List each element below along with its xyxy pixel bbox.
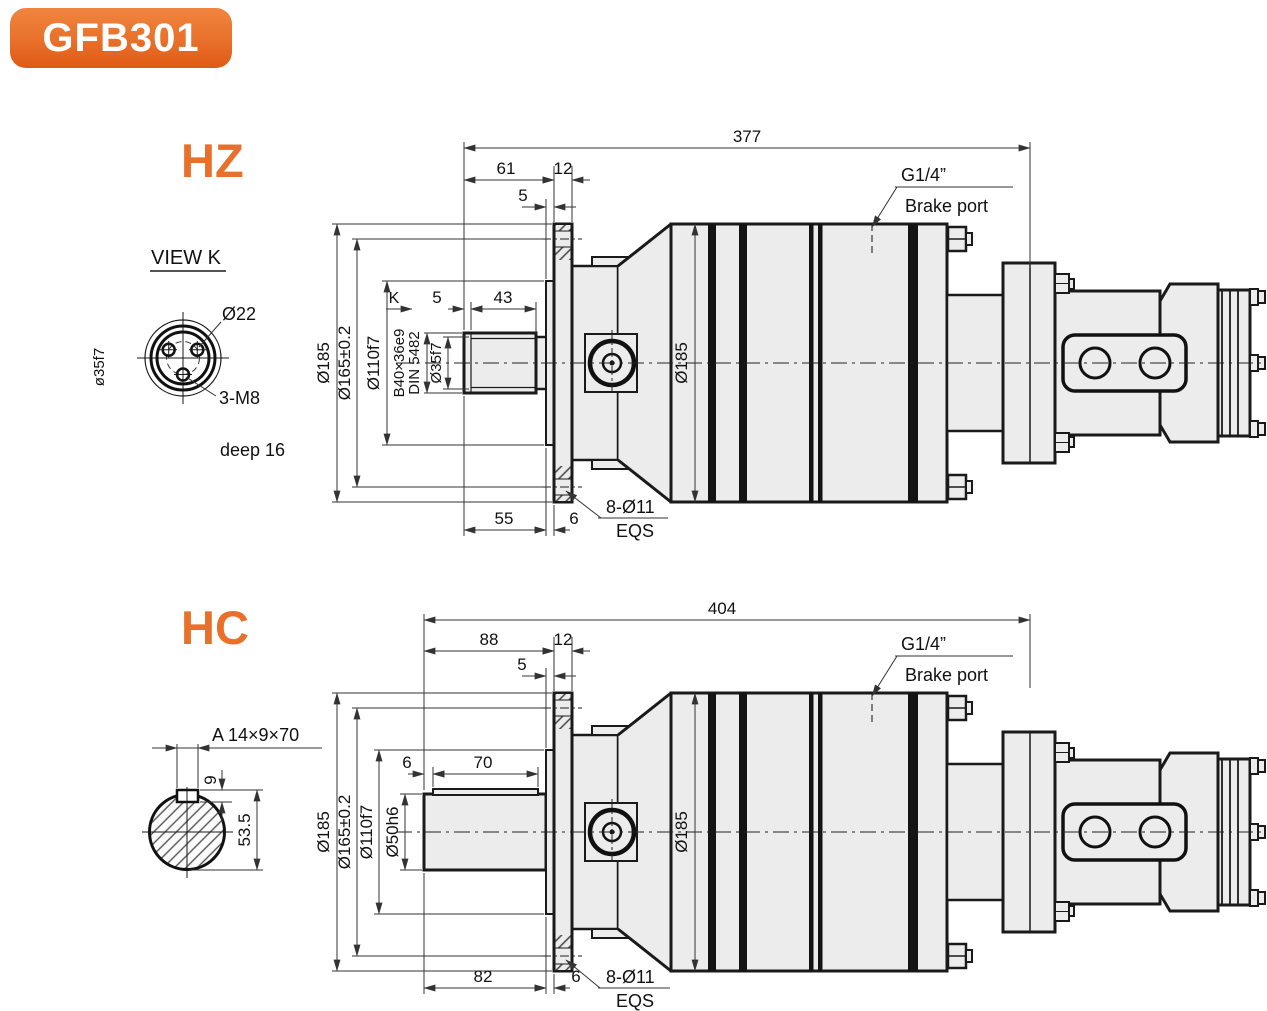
svg-text:5: 5 (517, 655, 526, 674)
hc-title: HC (181, 601, 249, 654)
hc-extension-lines (332, 614, 1031, 994)
svg-text:9: 9 (201, 775, 220, 784)
hc-keyed-shaft (422, 788, 548, 872)
svg-text:Ø110f7: Ø110f7 (357, 805, 376, 860)
hz-dim-journal: Ø35f7 (428, 336, 452, 390)
svg-text:55: 55 (495, 509, 514, 528)
svg-text:8-Ø11: 8-Ø11 (606, 497, 655, 517)
hz-view-k-detail: VIEW K Ø22 ø35f7 3-M8 deep 16 (91, 247, 285, 460)
svg-text:A 14×9×70: A 14×9×70 (212, 725, 299, 745)
hc-dim-88: 88 (423, 630, 555, 655)
svg-text:70: 70 (474, 753, 493, 772)
view-k-thread-label: 3-M8 (219, 388, 260, 408)
svg-text:Ø185: Ø185 (672, 342, 691, 384)
svg-text:6: 6 (571, 967, 580, 986)
svg-text:Brake port: Brake port (905, 665, 988, 685)
svg-text:404: 404 (708, 599, 736, 618)
svg-text:6: 6 (402, 753, 411, 772)
svg-text:Ø50h6: Ø50h6 (383, 806, 402, 857)
hc-dim-5-pilot: 5 (517, 655, 576, 680)
svg-text:5: 5 (432, 288, 441, 307)
hc-dim-flange-od: Ø185 (314, 692, 341, 972)
svg-text:82: 82 (474, 967, 493, 986)
hz-dim-pilot-dia: Ø110f7 (364, 280, 391, 446)
hz-title: HZ (181, 134, 244, 187)
product-model: GFB301 (42, 15, 200, 60)
svg-text:12: 12 (554, 630, 573, 649)
hz-dim-6: 6 (530, 509, 579, 534)
hz-view: HZ 377 61 (91, 127, 1266, 541)
svg-text:12: 12 (554, 159, 573, 178)
hc-dim-body-od: Ø185 (672, 692, 699, 972)
hz-dim-12: 12 (536, 159, 590, 184)
hc-shaft-section: A 14×9×70 9 53.5 (142, 725, 322, 878)
hc-dim-82: 82 (423, 967, 547, 992)
svg-text:61: 61 (497, 159, 516, 178)
svg-text:53.5: 53.5 (235, 813, 254, 846)
svg-text:B40×36e9: B40×36e9 (391, 329, 408, 398)
hz-dim-body-od: Ø185 (672, 223, 699, 503)
hc-mount-holes-callout: 8-Ø11 EQS (565, 959, 670, 1011)
svg-text:Ø185: Ø185 (314, 342, 333, 384)
hc-dim-70: 70 (432, 753, 539, 778)
hc-dim-overall: 404 (423, 599, 1031, 624)
product-badge: GFB301 (10, 8, 232, 68)
hc-dim-key-pos: 53.5 (189, 789, 263, 871)
hc-dim-key-spec: A 14×9×70 (152, 725, 322, 788)
svg-text:377: 377 (733, 127, 761, 146)
hc-dim-bolt-circle: Ø165±0.2 (335, 707, 361, 957)
hc-brake-port-callout: G1/4” Brake port (871, 634, 1013, 697)
svg-text:EQS: EQS (616, 521, 654, 541)
view-k-bolt-circle-label: Ø22 (222, 304, 256, 324)
svg-text:EQS: EQS (616, 991, 654, 1011)
hz-dim-5-chamfer: 5 (432, 288, 487, 313)
svg-text:Ø185: Ø185 (672, 811, 691, 853)
svg-text:Ø165±0.2: Ø165±0.2 (335, 795, 354, 870)
svg-text:8-Ø11: 8-Ø11 (606, 967, 655, 987)
hc-dim-key-height: 9 (200, 770, 232, 822)
hc-dim-12: 12 (536, 630, 590, 655)
svg-text:6: 6 (569, 509, 578, 528)
svg-text:DIN 5482: DIN 5482 (406, 331, 423, 394)
svg-text:G1/4”: G1/4” (901, 634, 946, 654)
hz-view-k-arrow: K (386, 290, 413, 313)
svg-text:G1/4”: G1/4” (901, 165, 946, 185)
svg-text:88: 88 (480, 630, 499, 649)
view-k-title: VIEW K (151, 247, 222, 269)
hc-dim-6: 6 (530, 967, 581, 992)
hz-dim-43: 43 (470, 288, 537, 313)
svg-text:Brake port: Brake port (905, 196, 988, 216)
svg-text:Ø165±0.2: Ø165±0.2 (335, 326, 354, 401)
view-k-shaft-dia-label: ø35f7 (91, 348, 108, 386)
hz-dim-61: 61 (463, 159, 555, 184)
hz-dim-flange-od: Ø185 (314, 223, 341, 503)
hz-extension-lines (332, 142, 1031, 536)
hz-brake-port-callout: G1/4” Brake port (871, 165, 1013, 228)
view-k-depth-label: deep 16 (220, 440, 285, 460)
svg-text:43: 43 (494, 288, 513, 307)
hz-dim-55: 55 (463, 509, 547, 534)
hz-dim-bolt-circle: Ø165±0.2 (335, 238, 361, 488)
hc-dim-shaft-dia: Ø50h6 (383, 793, 409, 871)
hz-dim-5-pilot: 5 (518, 186, 576, 211)
hz-dim-spline-spec: B40×36e9 DIN 5482 (391, 329, 431, 398)
hc-dim-pilot-dia: Ø110f7 (357, 749, 383, 915)
hz-dim-overall: 377 (463, 127, 1031, 152)
svg-text:Ø110f7: Ø110f7 (364, 336, 383, 391)
svg-text:Ø185: Ø185 (314, 811, 333, 853)
svg-text:5: 5 (518, 186, 527, 205)
hz-mount-holes-callout: 8-Ø11 EQS (565, 490, 668, 541)
view-k-holes (160, 341, 206, 383)
svg-text:Ø35f7: Ø35f7 (428, 343, 445, 384)
hc-view: HC 404 88 12 (142, 599, 1266, 1011)
hc-dim-6-key: 6 (402, 753, 449, 778)
svg-text:K: K (389, 290, 400, 307)
